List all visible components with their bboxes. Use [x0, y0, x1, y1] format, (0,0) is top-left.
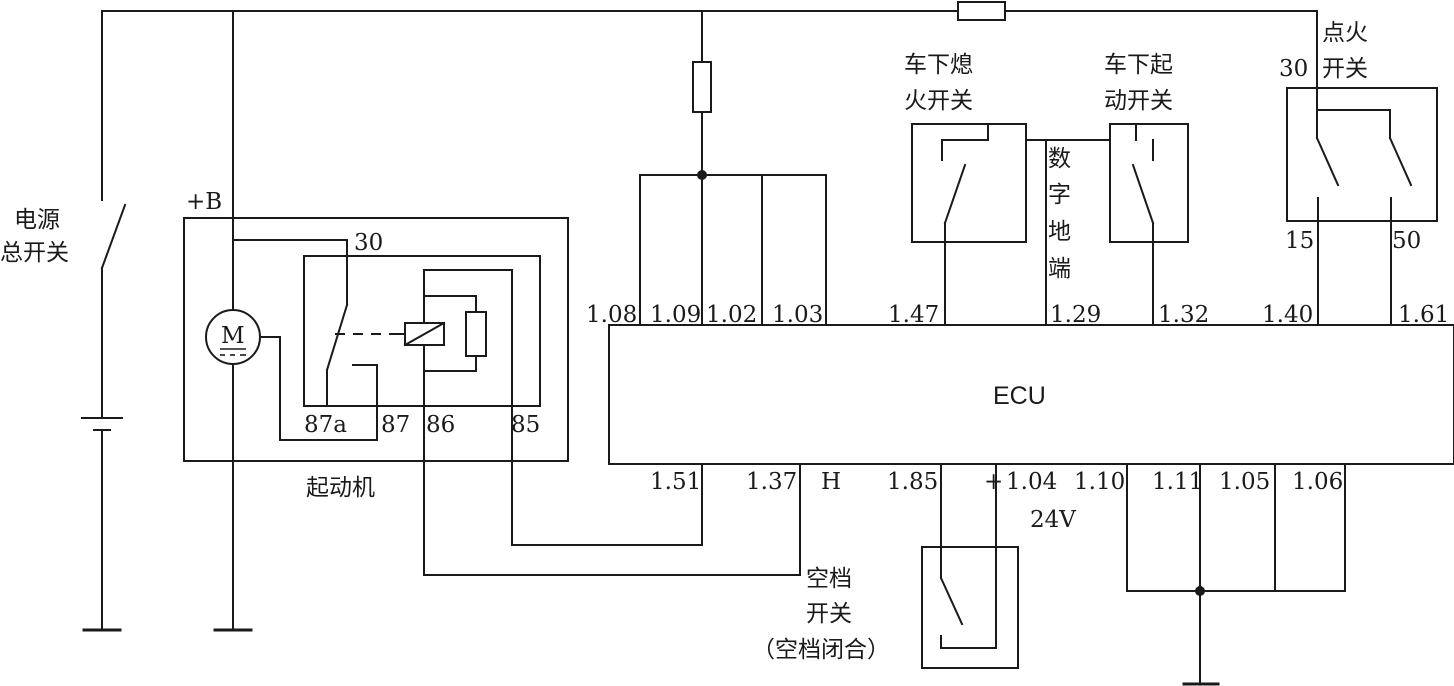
neutral-switch-label-line1: 空档 [806, 566, 852, 592]
main-switch-label-line1: 电源 [14, 207, 60, 233]
ecu-label-h: H [821, 469, 841, 495]
junction-dot [697, 170, 707, 180]
starter-label: 起动机 [306, 475, 375, 501]
ecu-pin-1.04: 1.04 [1006, 469, 1057, 495]
ecu-pin-1.06: 1.06 [1292, 469, 1343, 495]
start-switch-label-line2: 动开关 [1104, 88, 1173, 114]
ecu-pin-1.32: 1.32 [1158, 302, 1209, 328]
top-bus-wire [101, 10, 1318, 89]
ignition-pin-15: 15 [1285, 228, 1314, 254]
start-switch-box [1109, 123, 1189, 243]
relay-resistor [465, 311, 487, 357]
ecu-box [608, 324, 1454, 465]
relay-pin-85: 85 [511, 412, 540, 438]
ecu-pin-1.51: 1.51 [650, 469, 701, 495]
ignition-switch-label-line2: 开关 [1322, 56, 1368, 82]
ignition-switch-box [1286, 87, 1438, 222]
neutral-switch-wiring [939, 464, 997, 649]
plus-b-label: +B [186, 189, 222, 215]
neutral-switch-label-line2: 开关 [806, 601, 852, 627]
main-switch-label-line2: 总开关 [0, 240, 69, 266]
ecu-pin-1.40: 1.40 [1262, 302, 1313, 328]
ignition-switch-wiring [1315, 87, 1413, 326]
main-power-switch [100, 10, 127, 419]
branch-fuse [692, 61, 712, 113]
starter-ecu-wires [423, 464, 801, 576]
ecu-pin-1.03: 1.03 [772, 302, 823, 328]
voltage-label: 24V [1030, 507, 1076, 533]
relay-pin-30: 30 [354, 230, 383, 256]
ground-junction-dot [1195, 586, 1205, 596]
ecu-label-plus: + [984, 469, 1003, 495]
relay-pin-87: 87 [381, 412, 410, 438]
relay-wiring [232, 239, 541, 576]
ecu-pin-1.10: 1.10 [1074, 469, 1125, 495]
ecu-pin-1.05: 1.05 [1219, 469, 1270, 495]
ecu-pin-1.37: 1.37 [746, 469, 797, 495]
stop-switch-box [911, 123, 1027, 243]
stop-switch-label-line1: 车下熄 [904, 52, 973, 78]
ground-return-branch [1126, 464, 1346, 686]
ecu-pin-1.08: 1.08 [586, 302, 637, 328]
neutral-switch-box [921, 546, 1019, 669]
ecu-pin-1.02: 1.02 [706, 302, 757, 328]
ignition-pin-30: 30 [1279, 56, 1308, 82]
ecu-pin-1.61: 1.61 [1398, 302, 1449, 328]
digital-ground-char3: 地 [1048, 219, 1071, 245]
neutral-switch-label-line3: （空档闭合） [752, 637, 890, 663]
start-switch-label-line1: 车下起 [1104, 52, 1173, 78]
motor-label: M [221, 323, 245, 349]
ecu-pin-1.29: 1.29 [1050, 302, 1101, 328]
ignition-switch-label-line1: 点火 [1322, 20, 1368, 46]
ecu-label: ECU [993, 382, 1046, 410]
power-supply-branch [639, 10, 827, 326]
ecu-pin-1.85: 1.85 [887, 469, 938, 495]
ecu-pin-1.09: 1.09 [650, 302, 701, 328]
stop-switch-label-line2: 火开关 [904, 88, 973, 114]
relay-pin-86: 86 [426, 412, 455, 438]
main-fuse [957, 1, 1006, 21]
ecu-pin-1.11: 1.11 [1152, 469, 1203, 495]
starter-box [183, 217, 569, 462]
battery-symbol [81, 417, 123, 632]
ecu-pin-1.47: 1.47 [888, 302, 939, 328]
digital-ground-char2: 字 [1048, 182, 1071, 208]
stop-start-switch-wiring [941, 123, 1155, 326]
digital-ground-char4: 端 [1048, 256, 1071, 282]
ignition-pin-50: 50 [1392, 228, 1421, 254]
relay-pin-87a: 87a [304, 412, 347, 438]
digital-ground-char1: 数 [1048, 146, 1071, 172]
